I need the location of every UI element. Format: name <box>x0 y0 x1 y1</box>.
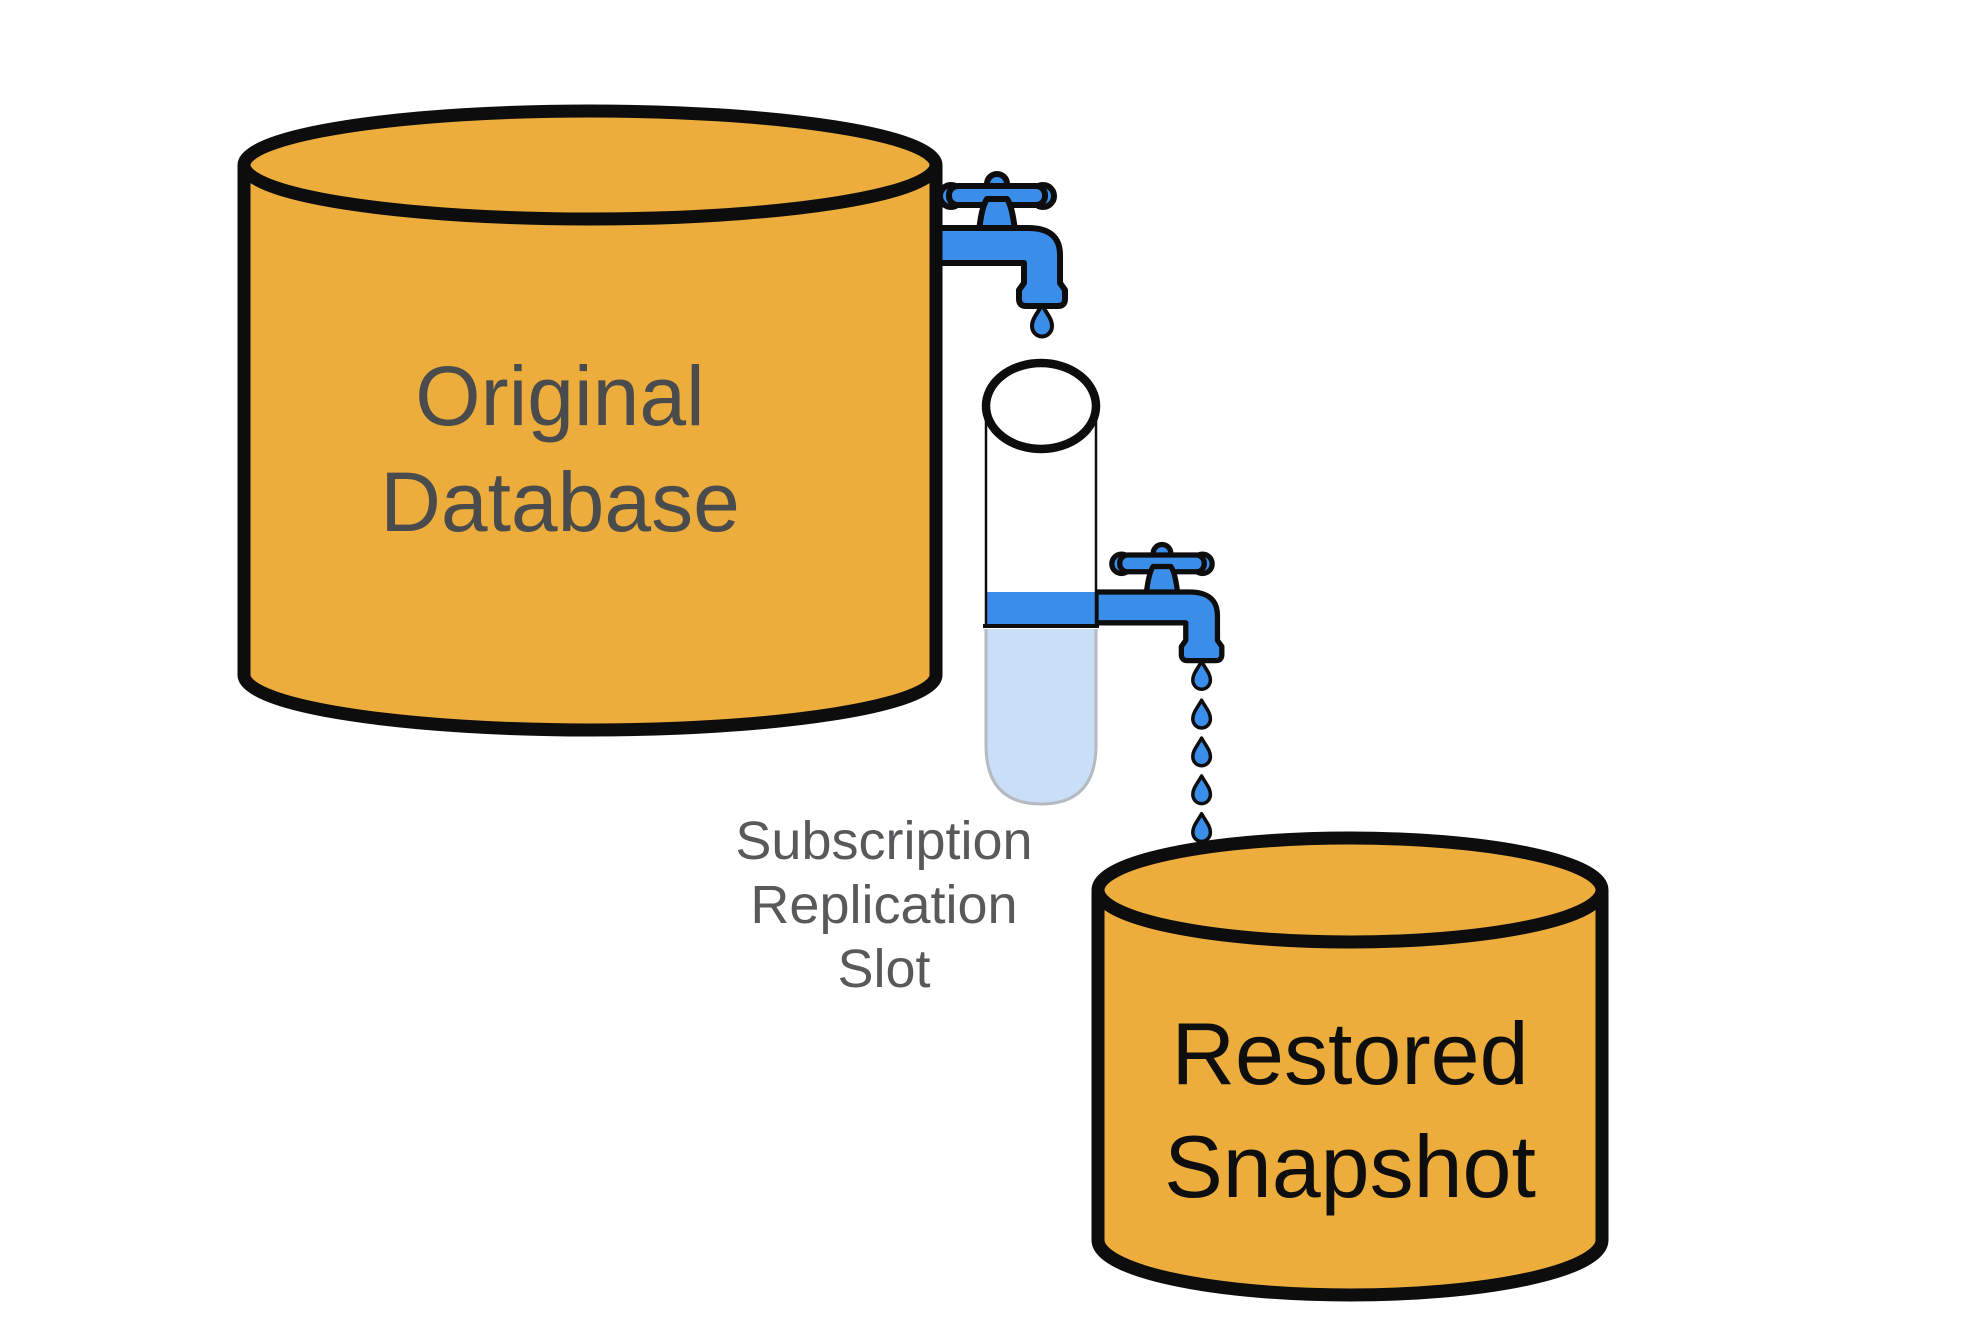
water-drop-icon <box>1191 736 1213 768</box>
original-database-label: Original Database <box>380 349 740 549</box>
tube-filled-bottom <box>984 629 1098 806</box>
faucet-post-icon <box>976 196 1018 234</box>
faucet-body-icon <box>1093 589 1225 664</box>
restored-snapshot-label: Restored Snapshot <box>1164 1004 1536 1216</box>
slot-faucet-icon <box>1093 541 1225 844</box>
tube-water-band <box>986 592 1096 625</box>
original-database-cylinder <box>237 104 943 737</box>
cylinder-top <box>237 104 943 226</box>
faucet-body-icon <box>919 225 1068 309</box>
source-faucet-icon <box>919 171 1068 339</box>
water-drop-icon <box>1191 659 1213 691</box>
water-drop-icon <box>1191 811 1213 844</box>
tube-opening <box>981 358 1101 454</box>
cylinder-body <box>1091 890 1609 1302</box>
water-drop-icon <box>1191 698 1213 730</box>
cylinder-top <box>1091 831 1609 949</box>
replication-slot-tube <box>981 358 1101 806</box>
faucet-post-icon <box>1143 563 1181 598</box>
restored-snapshot-cylinder <box>1091 831 1609 1302</box>
replication-slot-label: Subscription Replication Slot <box>735 811 1033 999</box>
water-drop-icon <box>1191 774 1213 806</box>
cylinder-body <box>237 165 943 737</box>
drip-stream <box>1191 659 1213 844</box>
water-drop-icon <box>1030 303 1054 339</box>
